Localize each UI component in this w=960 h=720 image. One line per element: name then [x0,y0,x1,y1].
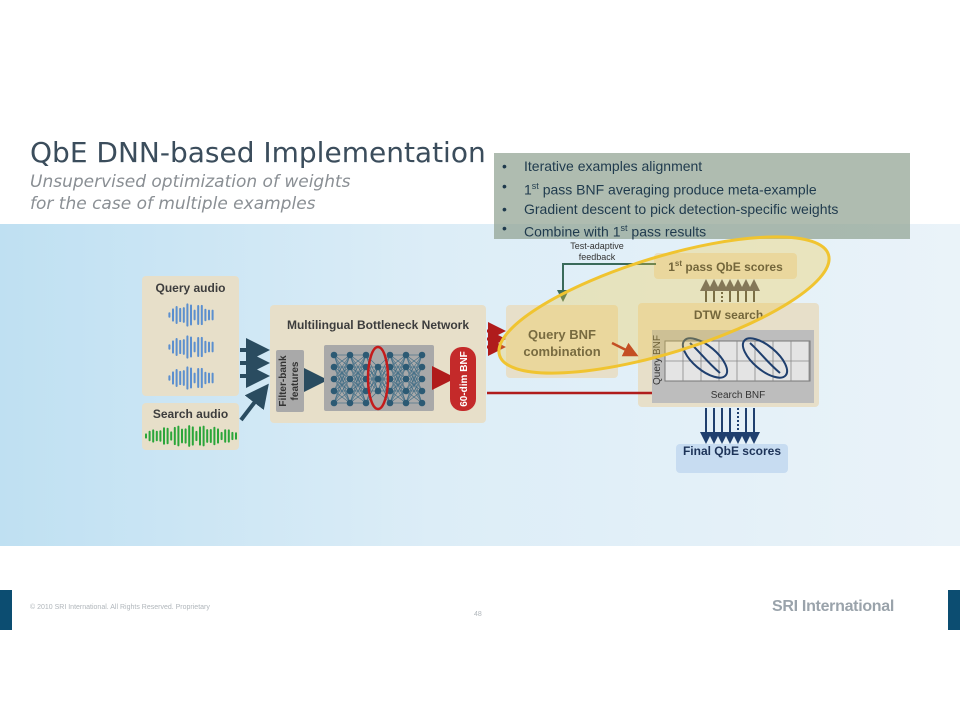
final-scores-label: Final QbE scores [682,444,782,458]
dtw-search-label: DTW search [638,308,819,322]
neural-network-nodes [330,351,426,407]
footer-left-bar [0,590,12,630]
search-bnf-axis-label: Search BNF [711,390,765,401]
query-waveform-3 [168,366,214,390]
bullet-box: Iterative examples alignment 1st pass BN… [494,153,910,242]
query-waveform-1 [168,303,214,327]
filter-bank-word-1: Filter-bank [278,355,289,407]
final-scores-box [676,444,788,473]
query-audio-label: Query audio [155,281,226,295]
filter-bank-block [276,350,304,412]
bnf-block [450,347,476,411]
up-arrows [700,279,760,302]
bnf-block-label: 60-dim BNF [459,351,470,407]
first-pass-scores-box: 1st pass QbE scores [654,253,797,279]
bullet-item: 1st pass BNF averaging produce meta-exam… [502,177,910,200]
search-waveform [145,425,237,447]
bullet-item: Combine with 1st pass results [502,219,910,242]
filter-bank-word-2: features [290,361,301,400]
down-arrows [700,408,760,444]
footer-right-bar [948,590,960,630]
feedback-arrow [557,263,656,302]
bullet-item: Iterative examples alignment [502,157,910,177]
subtitle-line-1: Unsupervised optimization of weights [30,172,351,192]
slide-title: QbE DNN-based Implementation [30,136,486,169]
bottleneck-highlight [366,345,390,411]
highlight-ellipse [497,235,831,375]
subtitle-line-2: for the case of multiple examples [30,194,316,214]
bullet-item: Gradient descent to pick detection-speci… [502,200,910,220]
search-audio-box: Search audio [142,403,239,450]
search-audio-label: Search audio [152,407,229,421]
first-pass-scores-label: 1st pass QbE scores [654,259,797,274]
query-bnf-axis-label: Query BNF [652,335,663,385]
query-waveform-2 [168,335,214,359]
footer-copyright: © 2010 SRI International. All Rights Res… [30,604,210,611]
page-number: 48 [474,611,482,618]
brand-logo: SRI International [772,598,895,615]
query-bnf-combination-label: Query BNF combination [505,326,619,360]
test-adaptive-feedback-label: Test-adaptive feedback [570,241,624,262]
bottleneck-network-title: Multilingual Bottleneck Network [286,318,469,332]
input-arrows [239,338,270,422]
